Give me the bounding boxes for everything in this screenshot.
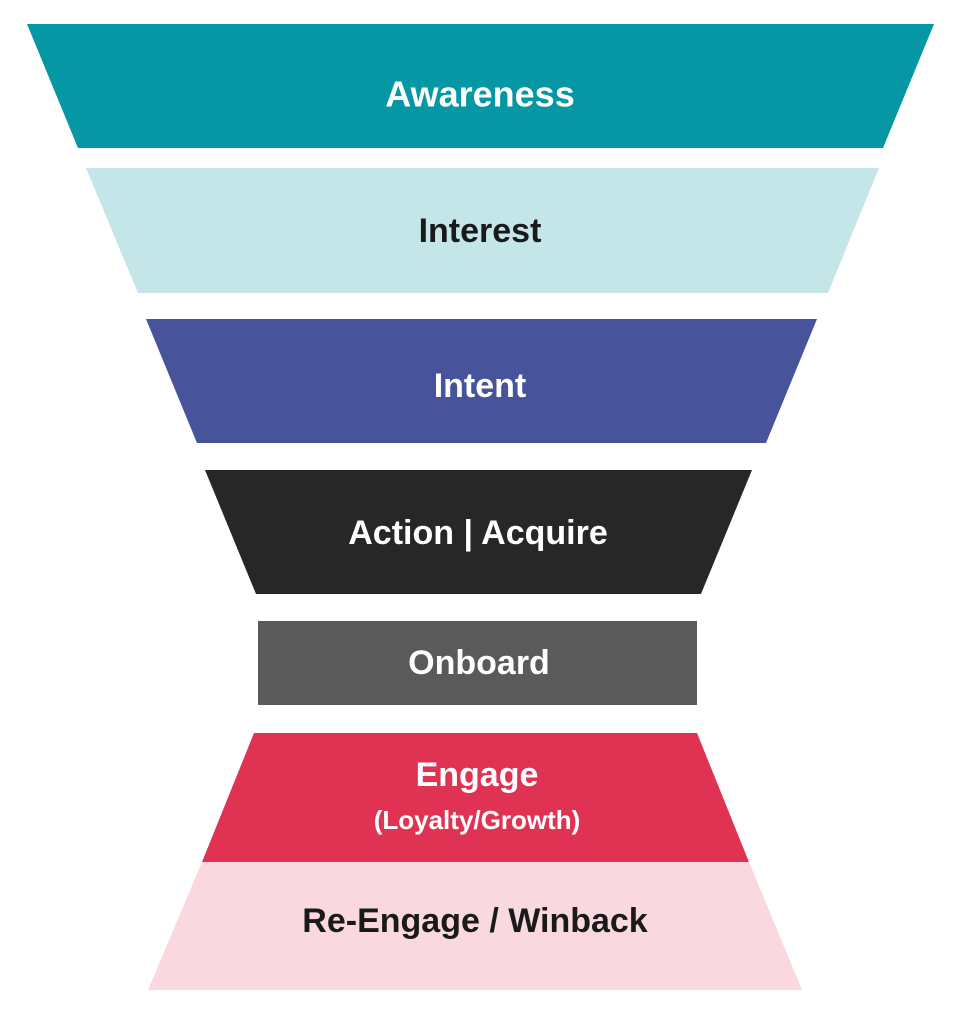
funnel-stage-onboard: Onboard — [258, 621, 697, 705]
stage-shape-action-acquire — [205, 470, 752, 594]
stage-shape-onboard — [258, 621, 697, 705]
stage-label-intent: Intent — [434, 367, 527, 405]
stage-label-action-acquire: Action | Acquire — [348, 514, 608, 552]
stage-shape-awareness — [27, 24, 934, 148]
funnel-stage-interest: Interest — [86, 168, 879, 293]
funnel-stage-re-engage-winback: Re-Engage / Winback — [148, 862, 802, 990]
stage-shape-intent — [146, 319, 817, 443]
funnel-stage-action-acquire: Action | Acquire — [205, 470, 752, 594]
stage-label-interest: Interest — [419, 212, 542, 250]
funnel-stage-intent: Intent — [146, 319, 817, 443]
stage-shape-re-engage-winback — [148, 862, 802, 990]
stage-label-re-engage-winback: Re-Engage / Winback — [302, 902, 648, 940]
stage-shape-engage — [202, 733, 749, 862]
stage-sublabel-engage: (Loyalty/Growth) — [374, 805, 581, 835]
stage-label-awareness: Awareness — [385, 74, 574, 115]
funnel-stage-awareness: Awareness — [27, 24, 934, 148]
stage-shape-interest — [86, 168, 879, 293]
stage-label-engage: Engage — [416, 756, 539, 794]
stage-label-onboard: Onboard — [408, 644, 550, 682]
funnel-stage-engage: Engage (Loyalty/Growth) — [202, 733, 749, 862]
